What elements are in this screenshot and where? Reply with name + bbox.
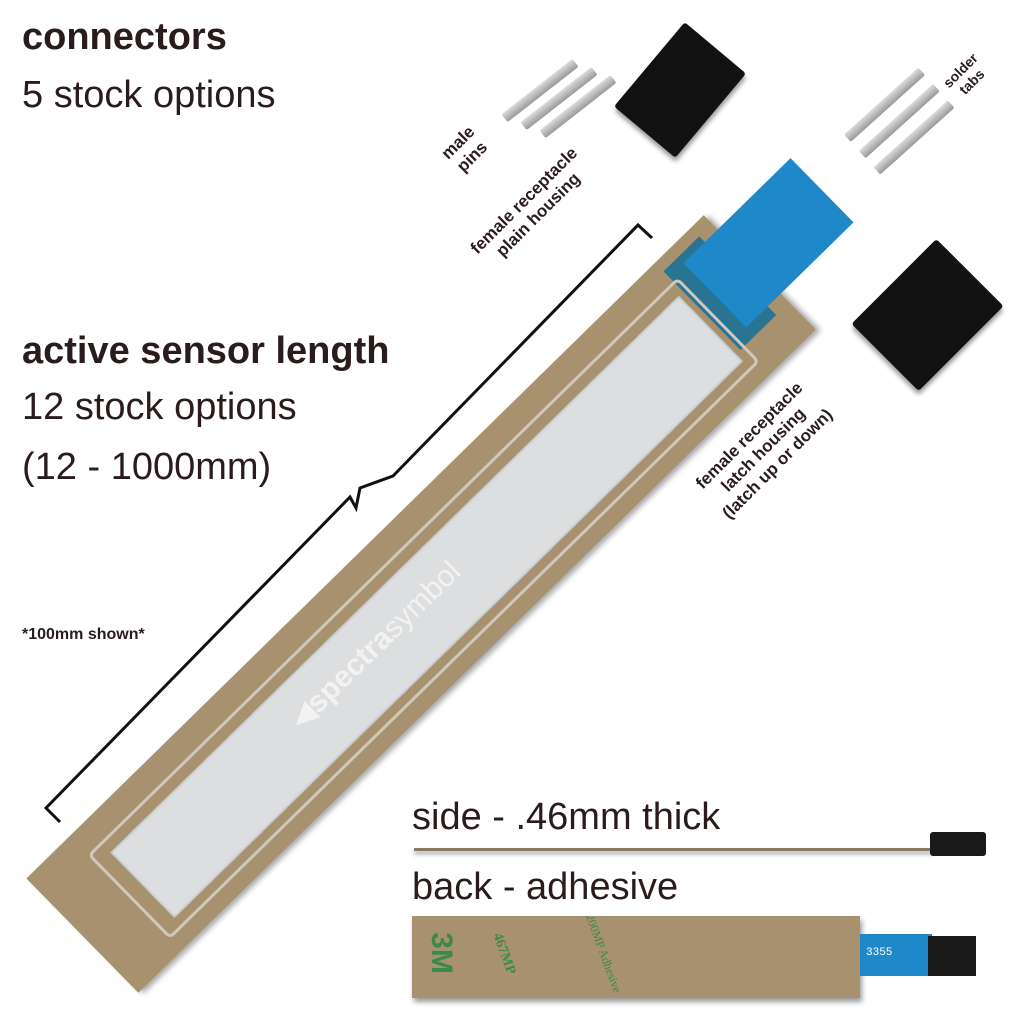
shown-note: *100mm shown* xyxy=(22,626,145,643)
connectors-subtitle: 5 stock options xyxy=(22,74,276,116)
back-view-connector xyxy=(928,936,976,976)
active-length-options: 12 stock options xyxy=(22,386,297,428)
tape-adhesive-text: 200MP Adhesive xyxy=(583,916,625,995)
tail-code: 3355 xyxy=(866,947,893,959)
side-view-strip xyxy=(414,848,934,851)
back-label: back - adhesive xyxy=(412,866,679,908)
side-label: side - .46mm thick xyxy=(412,796,721,838)
connectors-title: connectors xyxy=(22,16,227,58)
tape-467mp-text: 467MP xyxy=(489,931,519,977)
side-view-connector xyxy=(930,832,986,856)
active-length-range: (12 - 1000mm) xyxy=(22,446,272,488)
back-view-tail: 3355 xyxy=(860,934,932,976)
back-view-strip: 3M 467MP 200MP Adhesive xyxy=(412,916,860,998)
active-length-title: active sensor length xyxy=(22,330,390,372)
tape-3m-logo: 3M xyxy=(424,932,458,974)
